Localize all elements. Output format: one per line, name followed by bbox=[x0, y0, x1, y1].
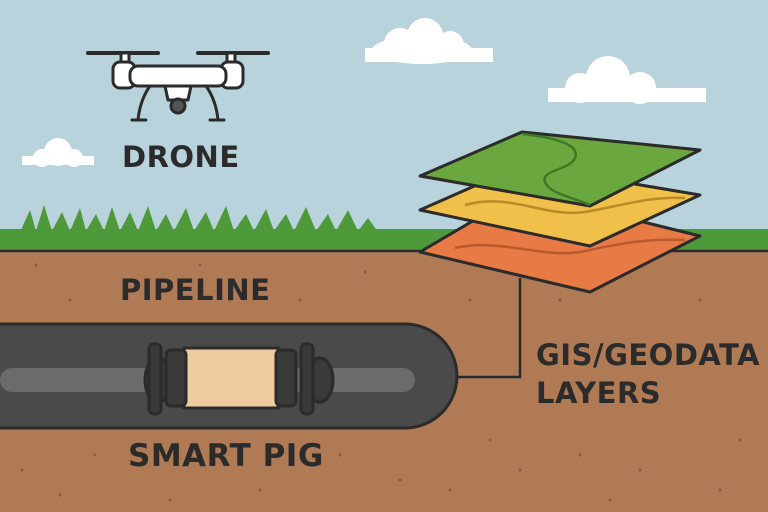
cloud-icon bbox=[365, 18, 493, 64]
drone-icon bbox=[86, 51, 270, 122]
gis-layer-stack-icon bbox=[418, 130, 702, 294]
gis-layers-label: GIS/GEODATA LAYERS bbox=[536, 336, 760, 412]
pipeline-label: PIPELINE bbox=[120, 273, 271, 307]
grass-tufts bbox=[20, 205, 378, 232]
cloud-icon bbox=[22, 138, 94, 167]
drone-label: DRONE bbox=[122, 140, 240, 174]
smart-pig-icon bbox=[143, 342, 335, 416]
soil-speckles bbox=[20, 263, 742, 502]
cloud-icon bbox=[548, 56, 706, 104]
smart-pig-label: SMART PIG bbox=[128, 438, 324, 474]
gis-layers-label-line1: GIS/GEODATA bbox=[536, 338, 761, 372]
gis-layers-label-line2: LAYERS bbox=[536, 376, 662, 410]
gis-connector-line bbox=[457, 278, 522, 379]
